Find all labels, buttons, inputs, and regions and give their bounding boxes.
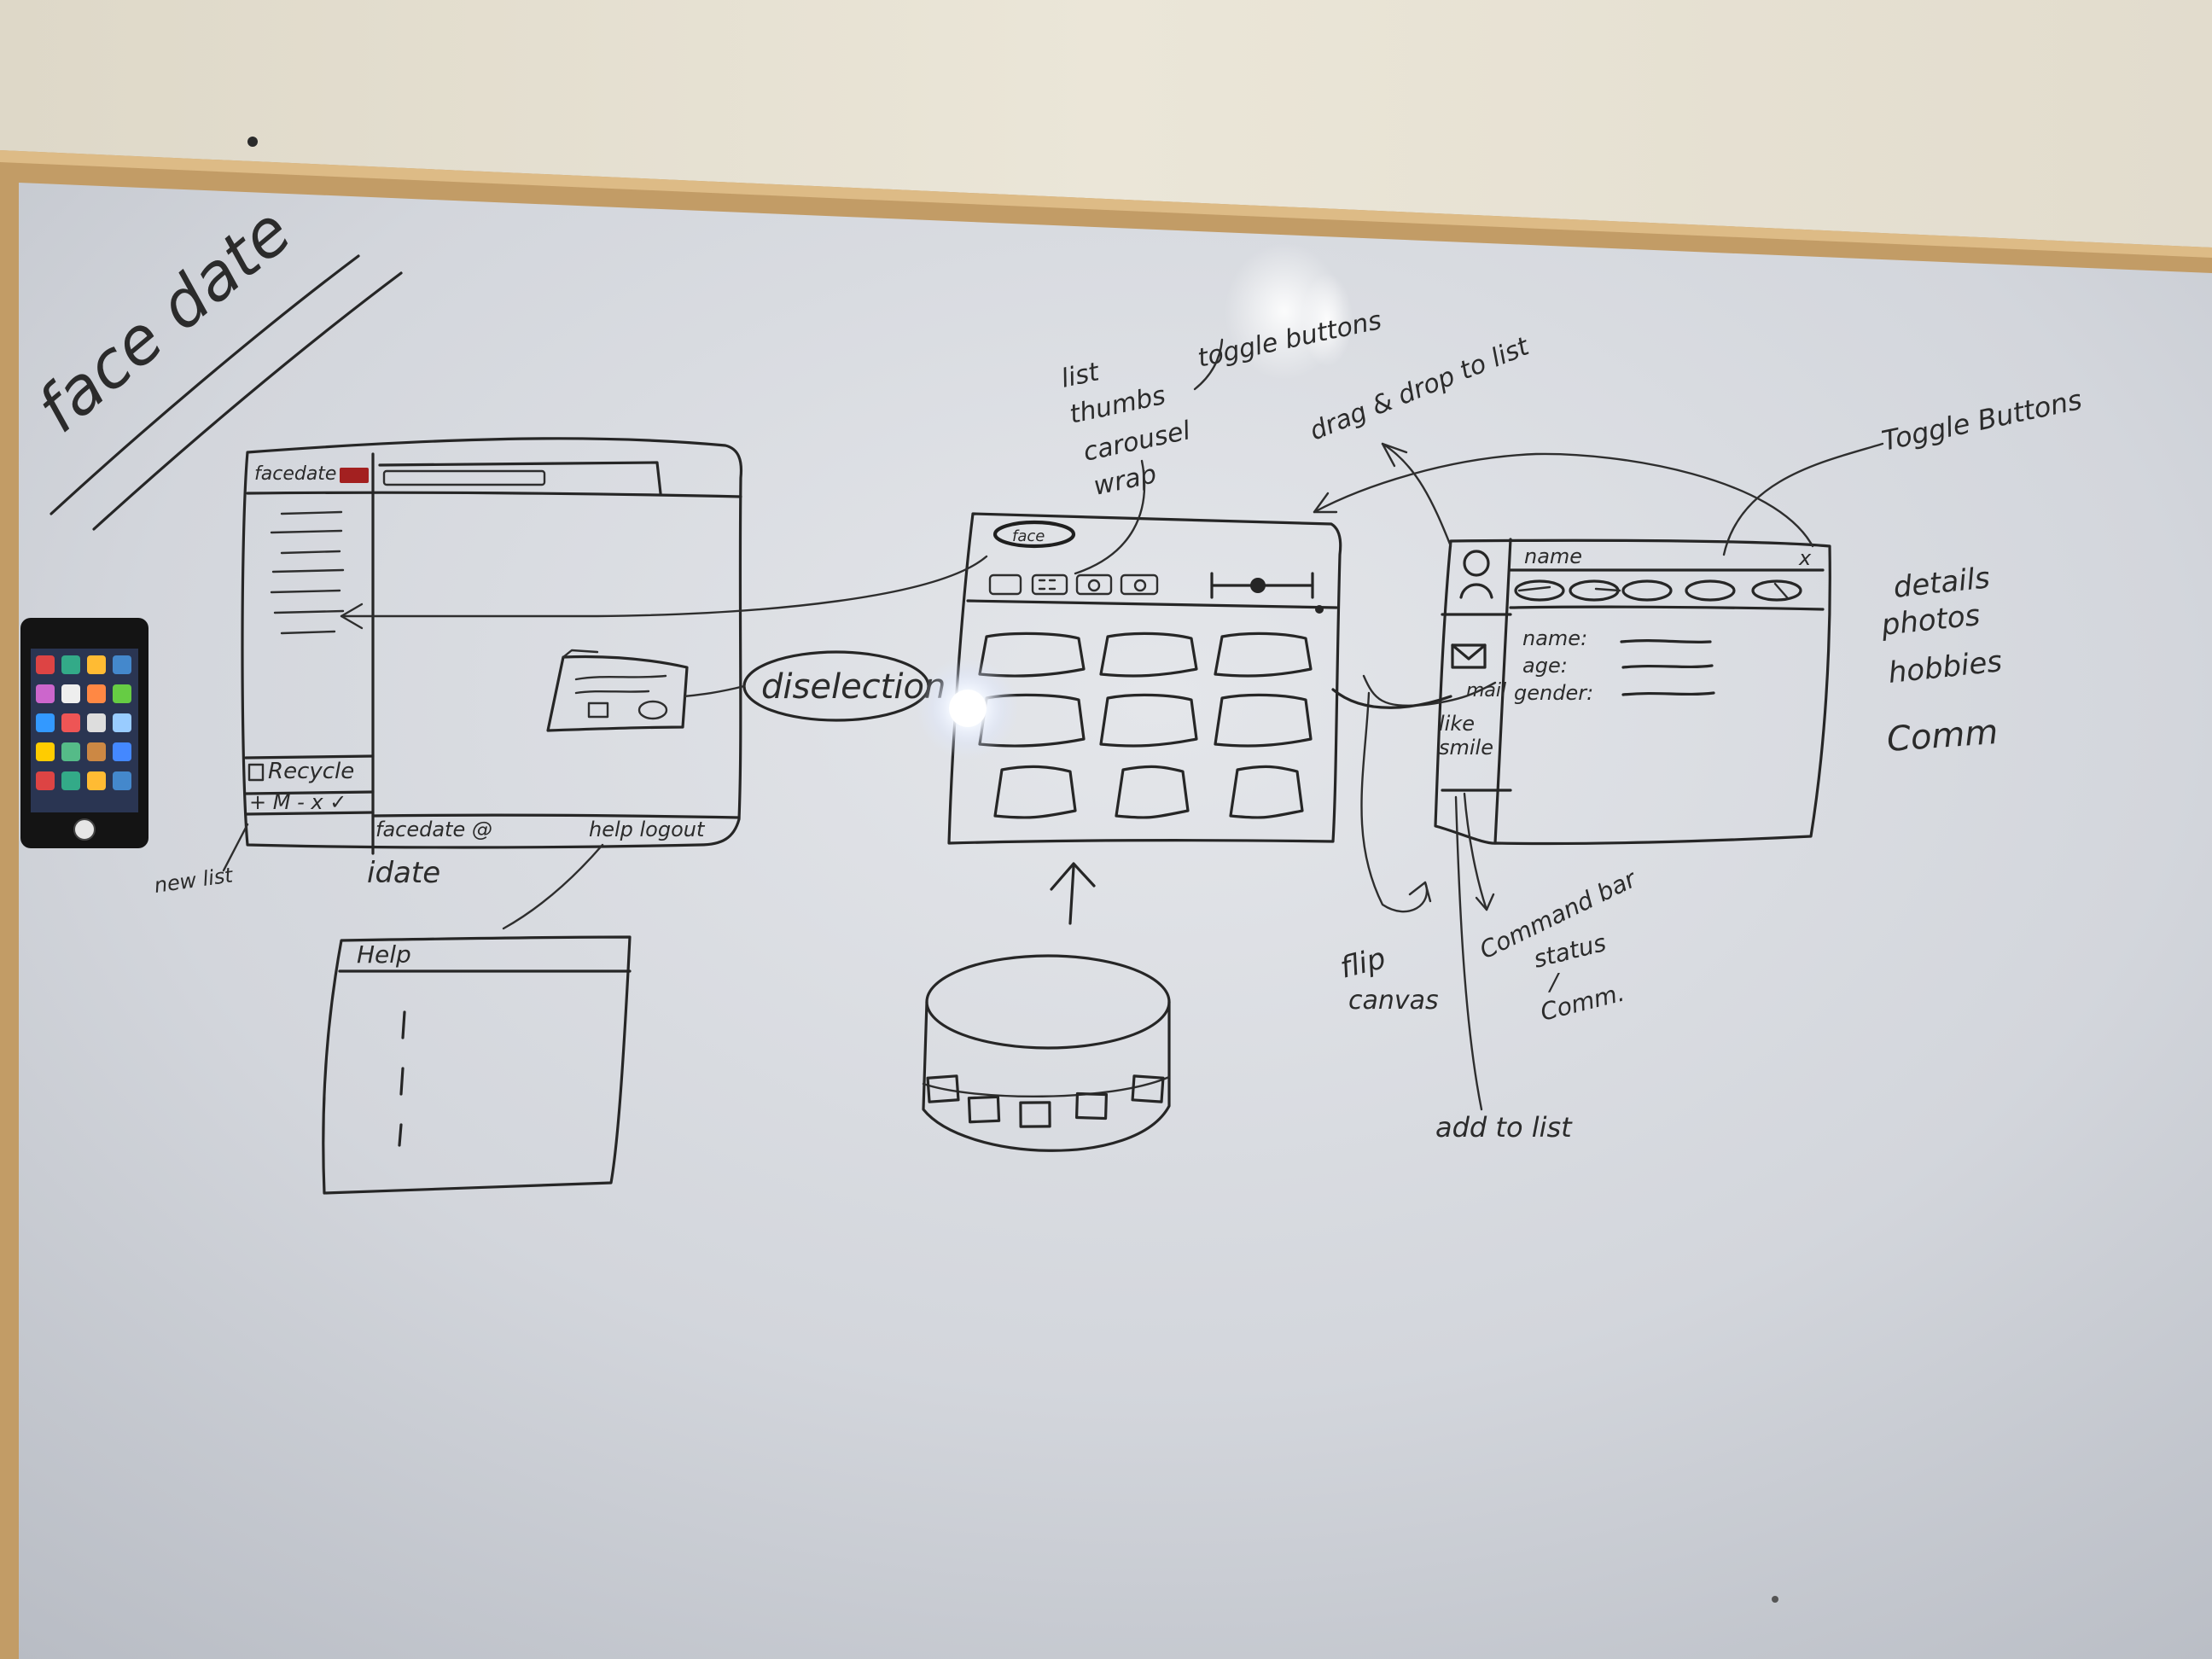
toggle-oval — [1685, 579, 1736, 602]
phone-app-icon — [61, 655, 80, 674]
thumbnail-sketch — [1115, 765, 1190, 819]
red-book-icon — [340, 468, 369, 483]
carousel-sketch — [922, 862, 1171, 1152]
right-window-close: x — [1798, 546, 1812, 570]
left-window-title: facedate — [254, 463, 336, 485]
phone-app-icon — [87, 684, 106, 703]
phone-app-icon — [87, 655, 106, 674]
thumbnail-sketch — [993, 765, 1077, 819]
toggle-oval — [1621, 579, 1673, 602]
thumbnail-sketch — [1214, 632, 1313, 678]
add-to-list-note: add to list — [1435, 1111, 1573, 1144]
right-window-title: name — [1524, 544, 1582, 568]
toggle-oval — [1514, 579, 1565, 602]
tab-comm: Comm — [1885, 713, 1999, 760]
thumbnail-sketch — [1214, 693, 1313, 748]
field-age: age: — [1522, 654, 1568, 678]
phone-app-icon — [61, 713, 80, 732]
left-window-sketch — [241, 437, 743, 855]
center-logo-label: face — [1012, 527, 1045, 545]
phone-app-icon — [61, 742, 80, 761]
carousel-frame — [1074, 1091, 1109, 1121]
phone-app-icon — [36, 713, 55, 732]
side-label-mail: mail — [1466, 680, 1506, 701]
carousel-frame — [967, 1095, 1001, 1124]
side-label-smile: smile — [1439, 736, 1493, 760]
center-window-sketch — [947, 512, 1342, 845]
flip-note-2: canvas — [1348, 986, 1439, 1016]
phone-app-icon — [113, 713, 131, 732]
connector-to-right-window — [1331, 688, 1452, 709]
footer-right: help logout — [589, 818, 706, 841]
idate-note: idate — [367, 856, 440, 890]
phone-app-icon — [113, 771, 131, 790]
recycle-label: Recycle — [268, 759, 354, 784]
phone-app-icon — [61, 684, 80, 703]
phone-app-icon — [61, 771, 80, 790]
thumbnail-sketch — [978, 693, 1086, 748]
help-window-sketch — [322, 843, 632, 1195]
phone-app-icon — [36, 771, 55, 790]
board-surface — [19, 183, 2212, 1659]
phone-app-icon — [113, 655, 131, 674]
list-controls: + M - x ✓ — [249, 790, 346, 814]
board-speck — [1772, 1596, 1778, 1603]
carousel-frame — [1019, 1101, 1051, 1128]
phone-device — [20, 618, 148, 848]
command-note-3: / — [1547, 968, 1560, 996]
phone-app-icon — [87, 771, 106, 790]
thumbnail-sketch — [1229, 765, 1304, 819]
phone-app-icon — [36, 742, 55, 761]
side-label-like: like — [1439, 712, 1475, 736]
help-window-title: Help — [357, 940, 411, 969]
toggle-oval — [1751, 579, 1802, 602]
phone-app-icon — [87, 713, 106, 732]
diselection-note: diselection — [761, 667, 946, 707]
wall-nail — [247, 137, 258, 147]
carousel-frame — [1131, 1074, 1165, 1103]
phone-app-icon — [113, 684, 131, 703]
thumbnail-sketch — [1099, 632, 1198, 678]
footer-left: facedate @ — [375, 818, 492, 841]
field-gender: gender: — [1514, 681, 1593, 705]
board-glare-2 — [1301, 273, 1353, 367]
phone-app-icon — [113, 742, 131, 761]
phone-app-icon — [87, 742, 106, 761]
phone-app-icon — [36, 684, 55, 703]
arrow-to-left-sidebar — [340, 555, 988, 618]
board-frame-highlight — [0, 150, 2212, 258]
right-window-sketch — [1434, 538, 1831, 846]
phone-app-icon — [36, 655, 55, 674]
field-name: name: — [1522, 626, 1587, 650]
thumbnail-sketch — [1099, 693, 1198, 748]
carousel-frame — [926, 1074, 960, 1103]
